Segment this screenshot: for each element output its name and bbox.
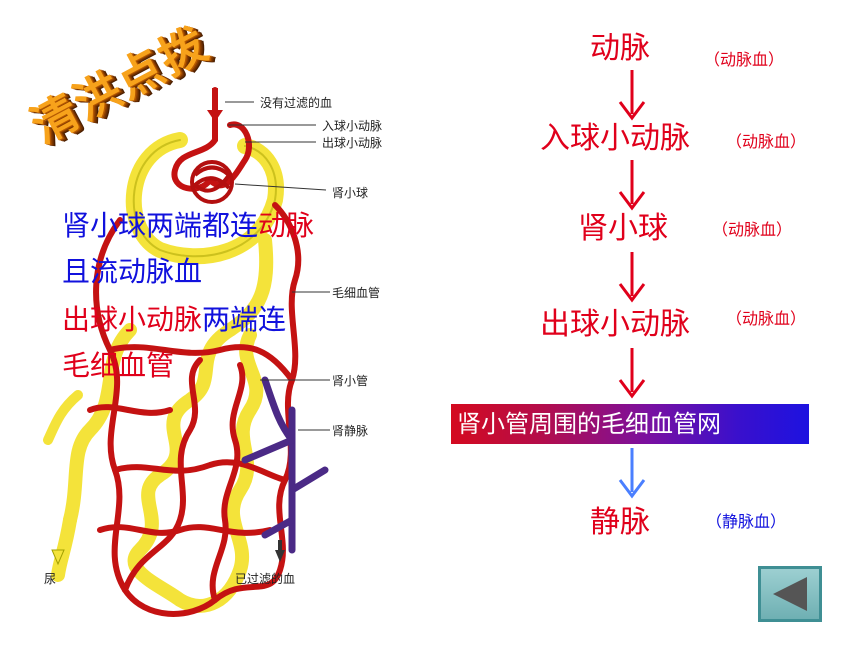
arrow-down-icon (618, 160, 646, 211)
flow-node-glomerulus: 肾小球 (578, 211, 668, 246)
label-filtered-blood: 已过滤的血 (235, 572, 296, 586)
flow-note-artery: （动脉血） (704, 50, 785, 69)
flow-node-efferent: 出球小动脉 (540, 307, 690, 342)
note-line-2: 且流动脉血 (62, 255, 203, 288)
note-line-1: 肾小球两端都连动脉 (62, 212, 314, 240)
label-capillary: 毛细血管 (332, 286, 381, 300)
label-renal-vein: 肾静脉 (332, 424, 369, 438)
label-glomerulus: 肾小球 (332, 186, 369, 200)
label-unfiltered-blood: 没有过滤的血 (260, 96, 333, 110)
flow-node-artery: 动脉 (590, 31, 650, 66)
back-button[interactable] (758, 566, 822, 622)
flow-note-afferent: （动脉血） (726, 132, 807, 151)
left-triangle-icon (773, 577, 807, 611)
flow-node-afferent: 入球小动脉 (540, 121, 690, 156)
arrow-down-icon (618, 252, 646, 303)
note-line-3-red: 出球小动脉 (62, 303, 203, 336)
note-line-1-red: 动脉 (258, 209, 315, 242)
note-line-1-blue: 肾小球两端都连 (62, 209, 259, 242)
flow-note-vein: （静脉血） (706, 512, 787, 531)
note-line-3-blue: 两端连 (202, 303, 287, 336)
note-line-3: 出球小动脉两端连 (62, 306, 286, 334)
arrow-down-icon (618, 348, 646, 399)
flow-node-vein: 静脉 (590, 505, 650, 540)
note-line-4: 毛细血管 (62, 349, 175, 382)
arrow-down-icon (618, 448, 646, 499)
flow-band-peritubular-capillaries: 肾小管周围的毛细血管网 (451, 404, 809, 444)
arrow-down-icon (618, 70, 646, 121)
label-afferent-arteriole: 入球小动脉 (322, 119, 383, 133)
flow-note-glomerulus: （动脉血） (712, 220, 793, 239)
label-renal-tubule: 肾小管 (332, 374, 369, 388)
flow-note-efferent: （动脉血） (726, 309, 807, 328)
nephron-diagram: 没有过滤的血 入球小动脉 出球小动脉 肾小球 毛细血管 肾小管 肾静脉 尿 已过… (30, 80, 382, 635)
label-efferent-arteriole: 出球小动脉 (322, 136, 383, 150)
nephron-illustration (43, 87, 330, 617)
label-urine: 尿 (44, 572, 57, 586)
